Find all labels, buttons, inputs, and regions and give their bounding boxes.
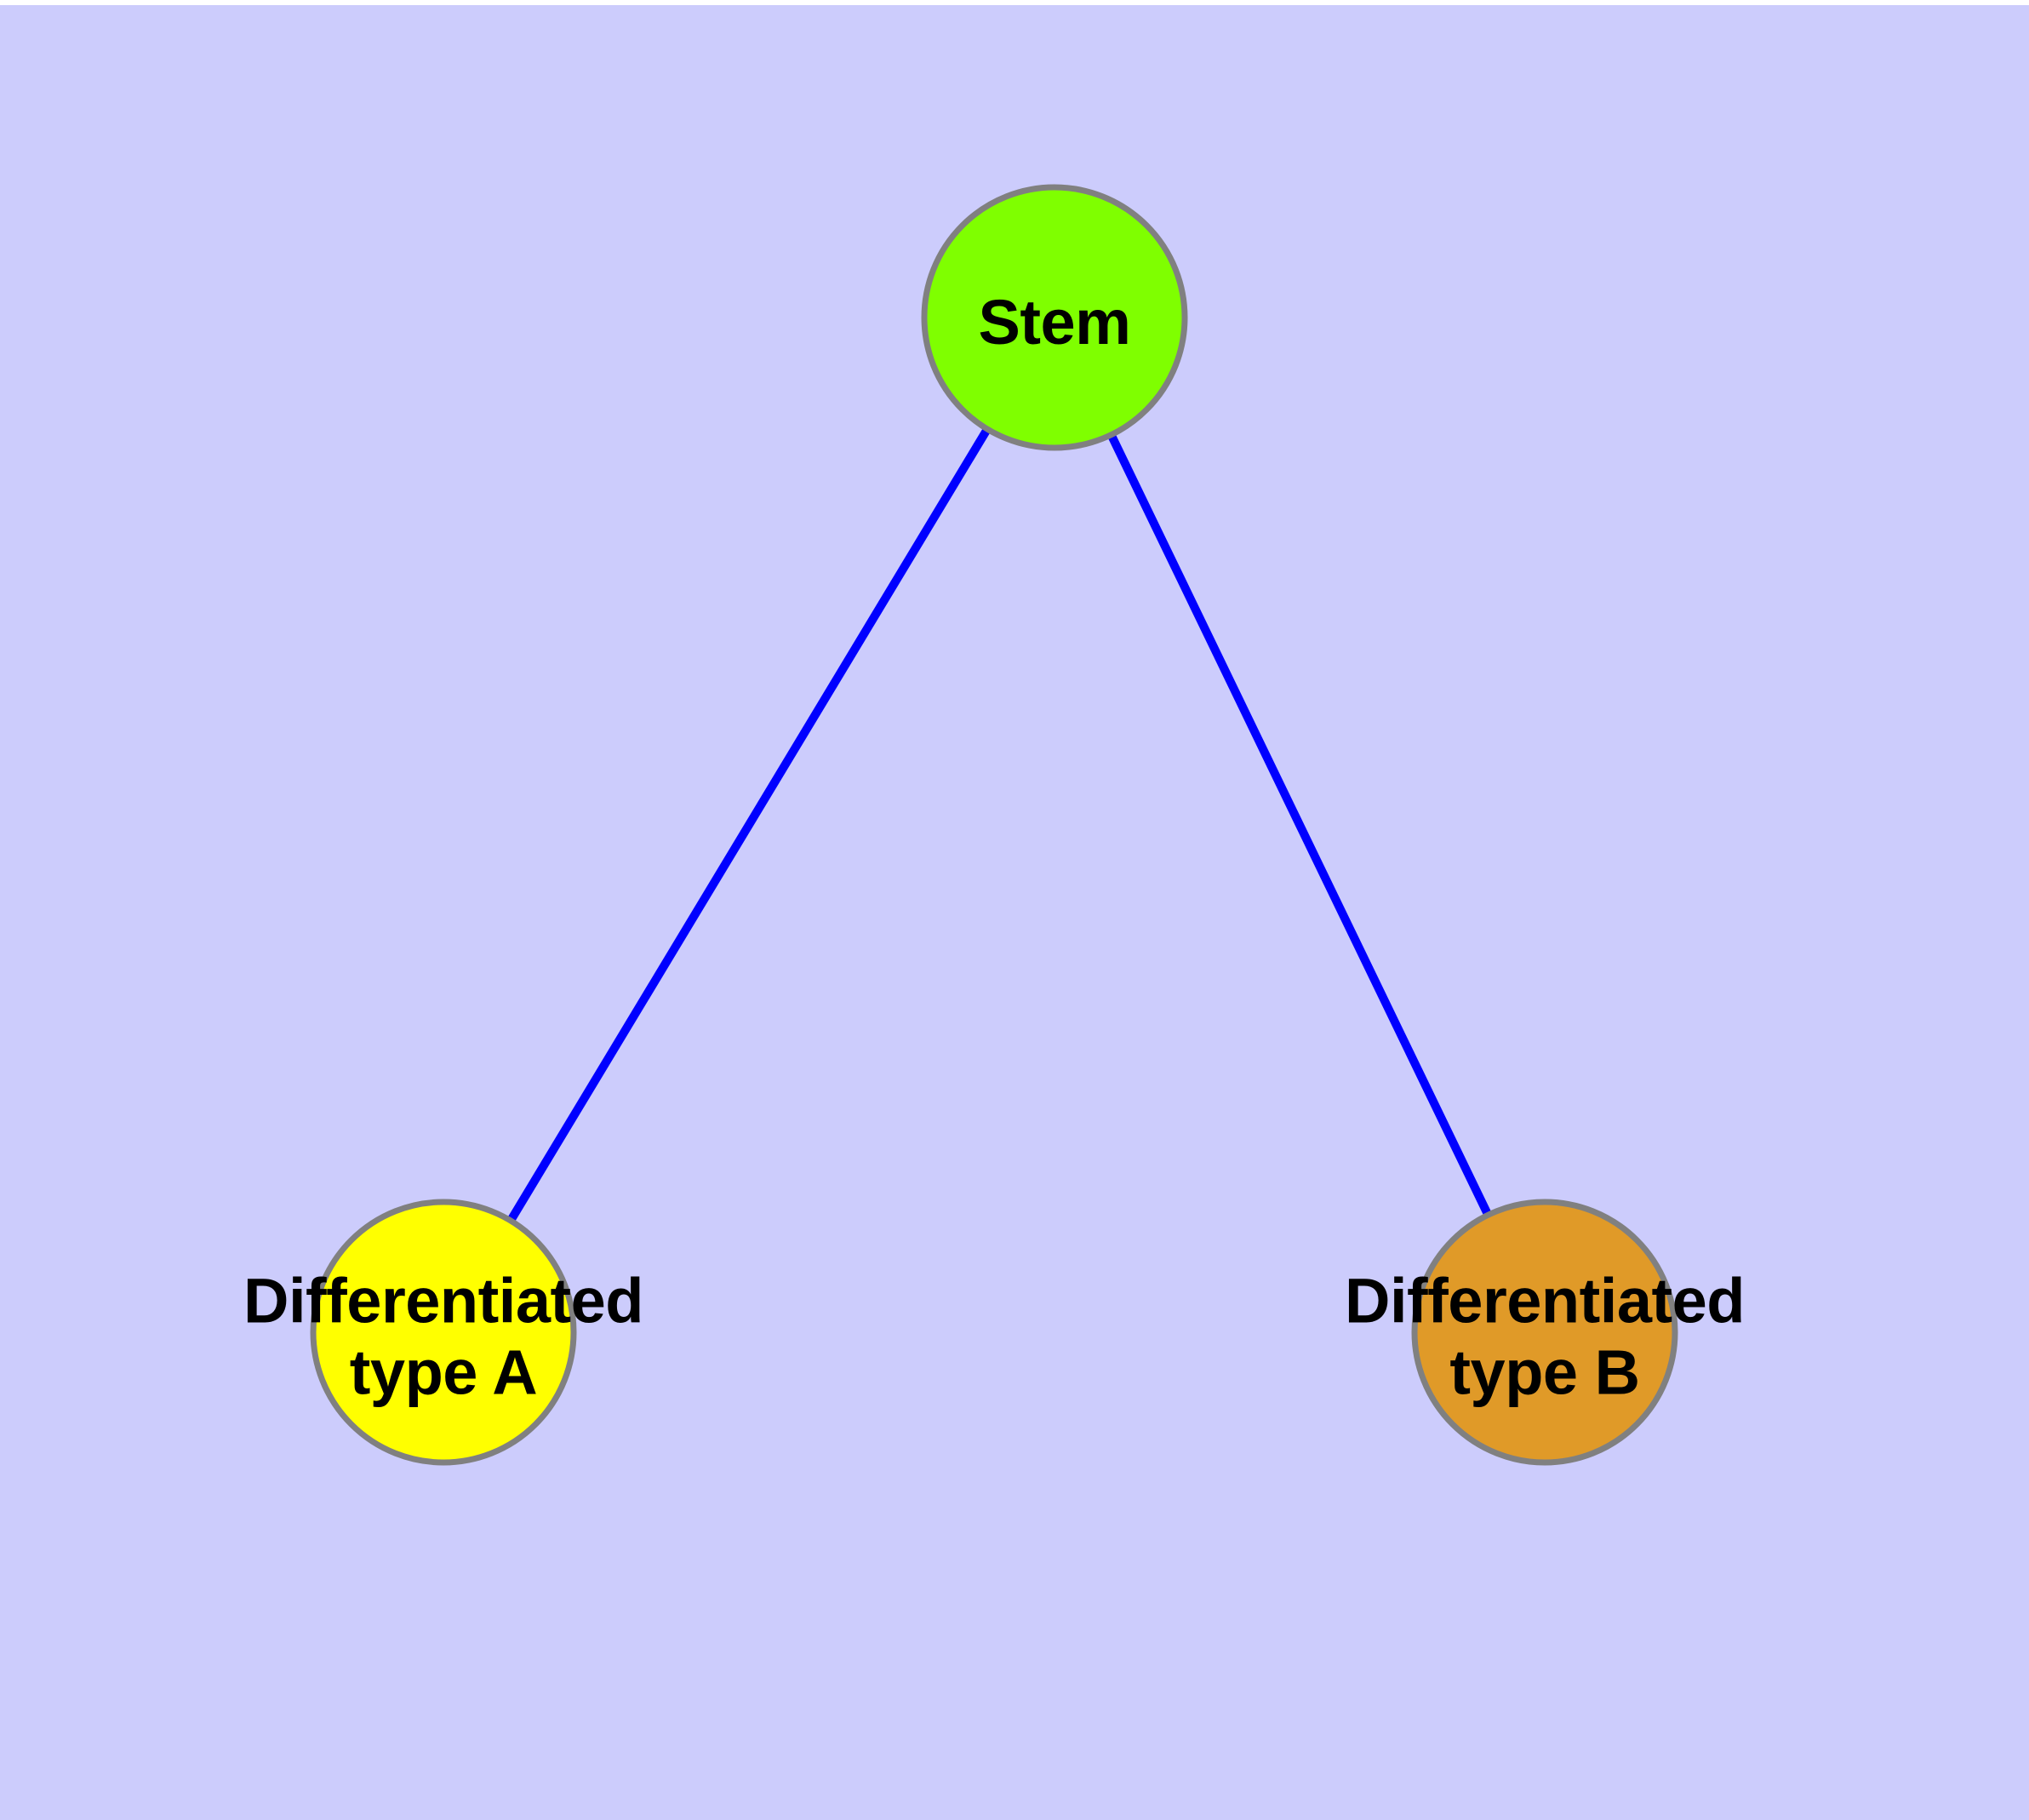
node-stem[interactable] (921, 184, 1188, 451)
edge-stem-diff_a (504, 422, 994, 1228)
node-diff_a[interactable] (310, 1199, 577, 1466)
edges-group (504, 422, 1495, 1228)
node-diff_b[interactable] (1411, 1199, 1678, 1466)
edge-stem-diff_b (1105, 428, 1495, 1222)
nodes-group (310, 184, 1678, 1466)
